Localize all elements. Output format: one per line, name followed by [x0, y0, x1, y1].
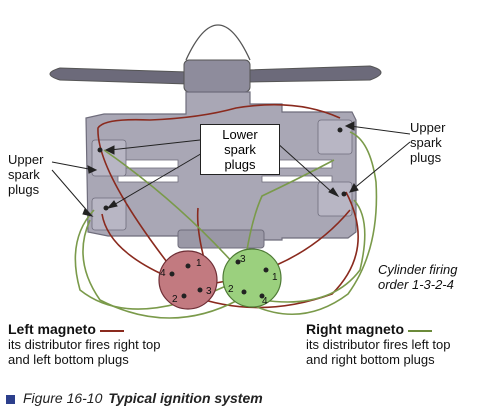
right-magneto-terminal-4: 4: [262, 296, 268, 307]
leader-arrows: [51, 121, 411, 217]
propeller-blade-right: [247, 65, 382, 83]
left-magneto-legend: Left magneto its distributor fires right…: [8, 321, 161, 368]
left-magneto-line-swatch: [99, 329, 124, 332]
figure-number: Figure 16-10: [23, 390, 103, 406]
figure-title: Typical ignition system: [108, 390, 263, 406]
cylinder-top-right: [317, 119, 353, 155]
cylinder-bottom-right: [317, 181, 353, 217]
right-magneto-desc-line: and right bottom plugs: [306, 352, 435, 367]
label-line: plugs: [410, 150, 442, 165]
propeller-arc: [185, 24, 251, 61]
caption-square: [6, 394, 15, 404]
magneto-terminals: [169, 259, 269, 299]
upper-spark-plugs-left-label: Upper spark plugs: [8, 152, 43, 197]
cylinder-bottom-left: [91, 197, 127, 231]
engine-slot: [117, 175, 179, 183]
label-line: spark: [224, 142, 256, 157]
left-magneto-terminal-1: 1: [196, 258, 202, 269]
right-magneto-terminal-2: 2: [228, 284, 234, 295]
label-line: plugs: [8, 182, 40, 197]
propeller-hub: [183, 59, 251, 93]
right-magneto-desc-line: its distributor fires left top: [306, 337, 451, 352]
right-magneto-terminal-1: 1: [272, 272, 278, 283]
right-magneto-title: Right magneto: [306, 321, 404, 337]
firing-order-label: Cylinder firing order 1-3-2-4: [378, 262, 457, 292]
upper-spark-plugs-right-label: Upper spark plugs: [410, 120, 445, 165]
propeller-blade-left: [49, 67, 189, 85]
label-line: spark: [410, 135, 442, 150]
left-magneto-title: Left magneto: [8, 321, 96, 337]
left-magneto-terminal-2: 2: [172, 294, 178, 305]
label-line: spark: [8, 167, 40, 182]
right-magneto-terminal-3: 3: [240, 254, 246, 265]
left-magneto: [158, 250, 218, 310]
right-magneto-legend: Right magneto its distributor fires left…: [306, 321, 451, 368]
figure-caption: Figure 16-10 Typical ignition system: [6, 390, 263, 406]
left-magneto-terminal-3: 3: [206, 286, 212, 297]
left-magneto-desc-line: its distributor fires right top: [8, 337, 161, 352]
left-magneto-desc-line: and left bottom plugs: [8, 352, 129, 367]
label-line: plugs: [224, 157, 256, 172]
label-line: Upper: [410, 120, 446, 135]
label-line: order 1-3-2-4: [378, 277, 454, 292]
green-wires: [74, 131, 378, 319]
lower-spark-plugs-label: Lower spark plugs: [200, 124, 280, 175]
right-magneto-line-swatch: [408, 329, 432, 332]
label-line: Cylinder firing: [378, 262, 458, 277]
left-magneto-terminal-4: 4: [160, 268, 166, 279]
label-line: Upper: [8, 152, 44, 167]
spark-plugs: [97, 127, 347, 211]
label-line: Lower: [222, 127, 258, 142]
